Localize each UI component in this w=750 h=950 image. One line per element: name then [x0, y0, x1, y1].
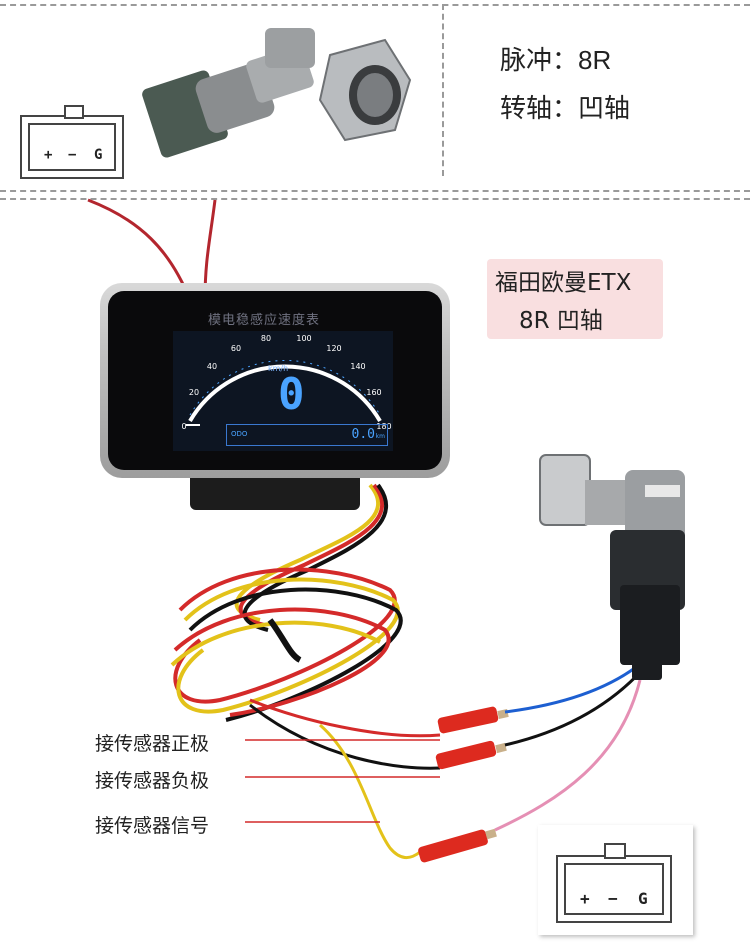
wire-label-signal: 接传感器信号	[95, 815, 210, 837]
scale-tick-label: 60	[231, 344, 241, 353]
pin-label: +	[580, 889, 590, 908]
scale-tick-label: 20	[189, 388, 199, 397]
pulse-label: 脉冲：	[500, 46, 579, 76]
vertical-divider	[442, 4, 444, 176]
scale-tick-label: 80	[261, 334, 271, 343]
pulse-spec: 脉冲：8R	[500, 40, 611, 77]
shaft-spec: 转轴：凹轴	[500, 88, 630, 125]
section-divider-2	[0, 198, 750, 200]
model-label-card: 福田欧曼ETX 8R 凹轴	[487, 259, 663, 339]
scale-tick-label: 180	[376, 422, 391, 431]
wire-label-negative: 接传感器负极	[95, 770, 210, 792]
pulse-value: 8R	[578, 45, 612, 75]
odometer-icon: ODO	[231, 430, 248, 438]
sensor-photo-right	[539, 454, 685, 680]
card-model: 福田欧曼ETX	[495, 270, 632, 296]
wire-harness	[170, 483, 403, 722]
pin-label: −	[608, 889, 618, 908]
gauge-face: 模电稳感应速度表 0 20 40 60 80 100 120 140 160 1…	[108, 291, 442, 470]
odometer-unit: km	[375, 433, 385, 440]
wire-label-positive: 接传感器正极	[95, 733, 210, 755]
speed-unit: km/h	[268, 364, 289, 373]
pin-label: G	[94, 147, 103, 163]
pin-label: −	[68, 147, 77, 163]
speed-scale: 0 20 40 60 80 100 120 140 160 180	[181, 334, 391, 431]
speedometer-gauge: 模电稳感应速度表 0 20 40 60 80 100 120 140 160 1…	[100, 283, 450, 478]
connector-pin-diagram-top: + − G	[20, 105, 124, 179]
odometer-value: 0.0	[351, 427, 375, 442]
odometer-box: ODO 0.0 km	[226, 424, 388, 446]
section-divider	[0, 190, 750, 192]
card-spec: 8R 凹轴	[519, 308, 603, 334]
connector-diagram-frame: + − G	[538, 825, 693, 935]
shaft-label: 转轴：	[500, 94, 579, 124]
sensor-photo-top	[142, 28, 412, 158]
scale-tick-label: 120	[326, 344, 341, 353]
connector-pin-diagram-bottom: + − G	[556, 843, 672, 923]
scale-tick-label: 160	[366, 388, 381, 397]
scale-tick-label: 100	[296, 334, 311, 343]
top-dashed-border	[0, 4, 750, 6]
gauge-title: 模电稳感应速度表	[208, 313, 321, 328]
speed-readout: 0	[278, 369, 305, 420]
scale-tick-label: 0	[181, 422, 186, 431]
pin-label: +	[44, 147, 53, 163]
pin-label: G	[638, 889, 648, 908]
scale-tick-label: 40	[207, 362, 217, 371]
shaft-value: 凹轴	[578, 94, 631, 124]
scale-tick-label: 140	[350, 362, 365, 371]
